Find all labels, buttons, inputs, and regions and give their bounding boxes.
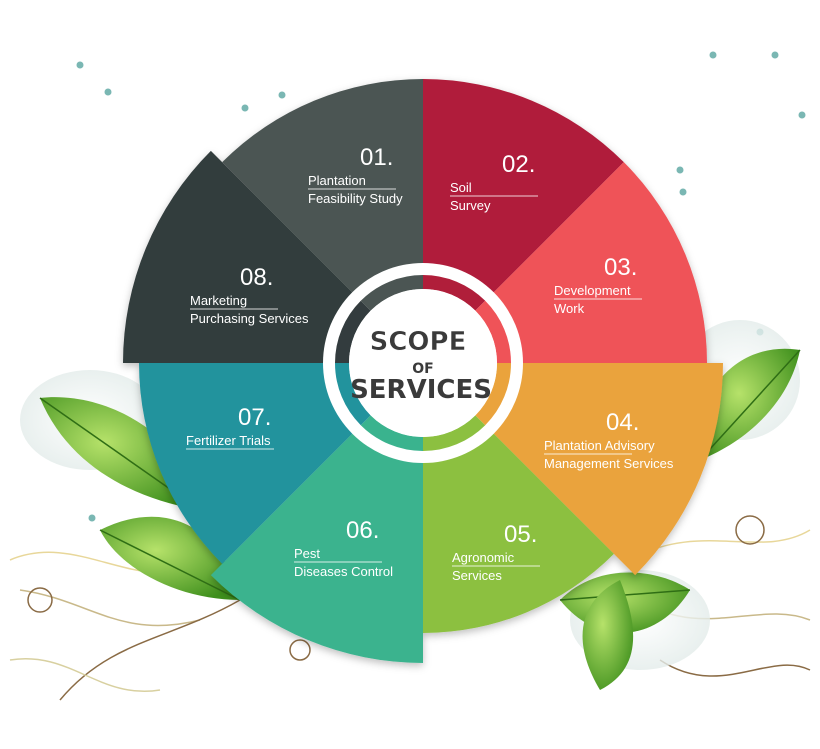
segment-number: 08. xyxy=(240,264,273,291)
segment-number: 05. xyxy=(504,521,537,548)
center-ring-arc xyxy=(423,275,486,311)
decorative-dot xyxy=(679,188,687,196)
decorative-dot xyxy=(676,166,684,174)
segment-label-line: Plantation Advisory xyxy=(544,438,655,453)
center-ring-arc xyxy=(475,363,511,426)
leaf-vein xyxy=(699,349,801,461)
leaf-shape xyxy=(698,348,800,460)
swirl-line xyxy=(9,657,161,693)
segment-number: 03. xyxy=(604,254,637,281)
segment-label-line: Development xyxy=(554,283,631,298)
segment-number: 07. xyxy=(238,404,271,431)
leaf-vein xyxy=(99,529,241,601)
swirl-curl xyxy=(735,515,765,545)
segment-label-line: Management Services xyxy=(544,456,674,471)
segment-number: 01. xyxy=(360,144,393,171)
segment-number: 02. xyxy=(502,151,535,178)
segment-label-line: Marketing xyxy=(190,293,247,308)
segment-label-line: Pest xyxy=(294,546,320,561)
swirl-line xyxy=(659,659,811,677)
segment-label-line: Agronomic xyxy=(452,550,515,565)
segment-label-line: Plantation xyxy=(308,173,366,188)
segment-label-line: Feasibility Study xyxy=(308,191,403,206)
center-badge: SCOPE OF SERVICES xyxy=(323,263,523,463)
center-title-services: SERVICES xyxy=(350,375,492,405)
center-ring-arc xyxy=(360,415,423,451)
segment-label-line: Survey xyxy=(450,198,491,213)
center-ring-arc xyxy=(423,415,486,451)
decorative-dot xyxy=(88,514,96,522)
segment-label-line: Purchasing Services xyxy=(190,311,309,326)
center-ring-arc xyxy=(360,275,423,311)
segment-number: 06. xyxy=(346,517,379,544)
swirl-curl xyxy=(27,587,53,613)
decorative-dot xyxy=(771,51,779,59)
center-title-scope: SCOPE xyxy=(370,327,467,357)
decorative-dot xyxy=(709,51,717,59)
center-ring-arc xyxy=(335,300,371,363)
decorative-dot xyxy=(76,61,84,69)
center-title-of: OF xyxy=(412,361,433,377)
decorative-dot xyxy=(241,104,249,112)
center-color-ring xyxy=(335,275,511,451)
center-ring-arc xyxy=(475,300,511,363)
segment-label-line: Services xyxy=(452,568,502,583)
center-ring-arc xyxy=(335,363,371,426)
leaf-shape xyxy=(582,580,634,690)
segment-label-line: Diseases Control xyxy=(294,564,393,579)
swirl-line xyxy=(19,589,201,627)
segment-label-line: Fertilizer Trials xyxy=(186,433,271,448)
segment-number: 04. xyxy=(606,409,639,436)
segment-label-line: Soil xyxy=(450,180,472,195)
decorative-dot xyxy=(798,111,806,119)
swirl-curl xyxy=(289,639,311,661)
decorative-dot xyxy=(278,91,286,99)
segment-label-line: Work xyxy=(554,301,585,316)
decorative-dot xyxy=(104,88,112,96)
center-inner-circle xyxy=(349,289,497,437)
swirl-line xyxy=(59,599,241,701)
